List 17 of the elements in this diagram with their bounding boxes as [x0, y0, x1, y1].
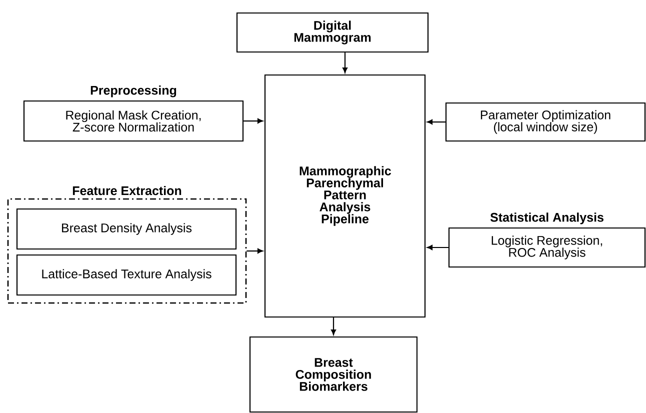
section-heading: Preprocessing: [90, 86, 176, 98]
arrow: [246, 248, 263, 254]
arrow: [342, 52, 348, 73]
process-box: Lattice-Based Texture Analysis: [16, 254, 237, 296]
process-box: Parameter Optimization (local window size): [445, 102, 646, 142]
arrow: [427, 244, 448, 250]
process-box: Digital Mammogram: [236, 12, 429, 53]
process-box: Breast Density Analysis: [16, 208, 237, 250]
process-box: Breast Composition Biomarkers: [249, 336, 418, 413]
process-box: Logistic Regression, ROC Analysis: [448, 227, 646, 268]
arrow: [244, 118, 263, 124]
arrow: [427, 119, 446, 125]
section-heading: Statistical Analysis: [490, 212, 604, 224]
arrow: [330, 318, 336, 335]
section-heading: Feature Extraction: [72, 186, 182, 196]
process-box: Mammographic Parenchymal Pattern Analysis Pipeline: [264, 74, 426, 318]
process-box: Regional Mask Creation, Z-score Normalization: [23, 100, 244, 142]
